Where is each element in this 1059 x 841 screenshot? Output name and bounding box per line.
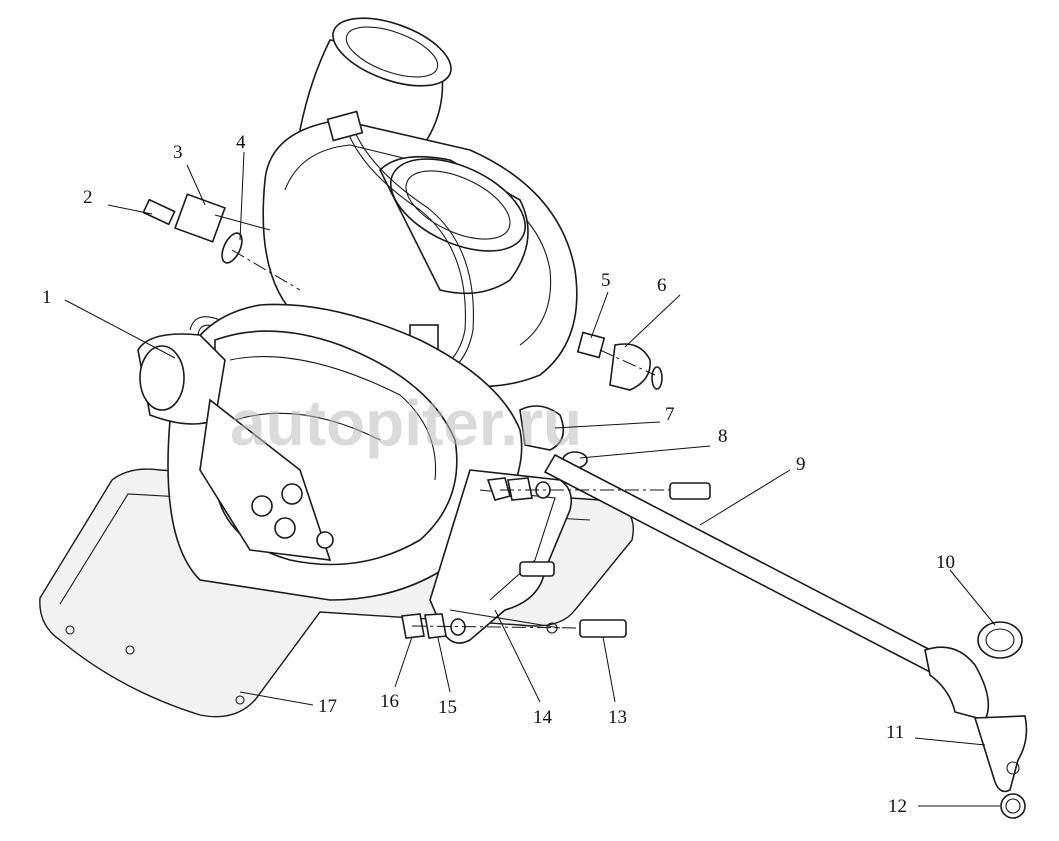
callout-16: 16 xyxy=(380,691,399,712)
callout-labels: 1 2 3 4 5 6 7 8 9 10 11 12 13 14 15 16 1… xyxy=(42,132,955,817)
oil-return-pipe xyxy=(543,453,1023,721)
callout-12: 12 xyxy=(888,796,907,817)
callout-6: 6 xyxy=(657,275,667,296)
assembly-line-5-6 xyxy=(599,349,656,376)
pipe-clamp xyxy=(973,715,1028,819)
callout-13: 13 xyxy=(608,707,627,728)
callout-15: 15 xyxy=(438,697,457,718)
leader-lines xyxy=(64,151,1000,807)
callout-5: 5 xyxy=(601,270,611,291)
callout-10: 10 xyxy=(936,552,955,573)
watermark: autopiter.ru xyxy=(230,387,582,459)
oil-inlet-fitting xyxy=(142,193,271,264)
callout-2: 2 xyxy=(83,187,93,208)
studs-and-nuts xyxy=(401,477,711,639)
callout-7: 7 xyxy=(665,404,675,425)
callout-8: 8 xyxy=(718,426,728,447)
oil-return-fitting xyxy=(576,331,663,391)
callout-9: 9 xyxy=(796,454,806,475)
callout-3: 3 xyxy=(173,142,183,163)
callout-17: 17 xyxy=(318,696,337,717)
callout-4: 4 xyxy=(236,132,246,153)
wastegate-actuator xyxy=(137,333,334,561)
exhaust-flange xyxy=(429,469,573,644)
callout-14: 14 xyxy=(533,707,553,728)
callout-11: 11 xyxy=(886,722,904,743)
assembly-line-2-4 xyxy=(231,249,301,291)
callout-1: 1 xyxy=(42,287,52,308)
